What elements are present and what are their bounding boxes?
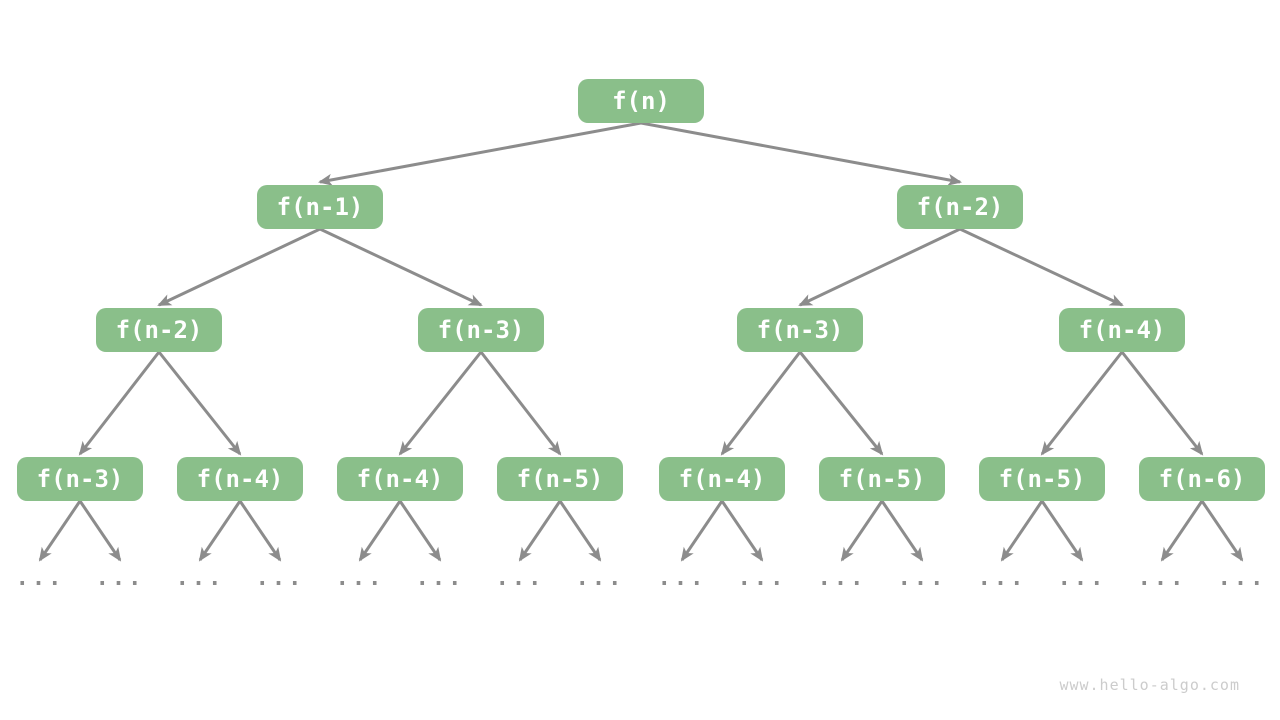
tree-node: f(n-4) [177,457,303,501]
tree-edge [157,227,321,307]
tree-edge [78,500,122,562]
tree-edge [558,500,602,562]
tree-edge [319,227,483,307]
tree-edge [840,500,884,562]
ellipsis: ... [95,566,145,591]
ellipsis: ... [415,566,465,591]
tree-node: f(n) [578,79,704,123]
tree-node: f(n-3) [17,457,143,501]
tree-edge [318,121,642,186]
tree-edge [398,500,442,562]
ellipsis: ... [175,566,225,591]
tree-edge [798,227,961,307]
tree-node: f(n-6) [1139,457,1265,501]
tree-node: f(n-3) [418,308,544,352]
tree-edge [959,227,1124,307]
ellipsis: ... [1217,566,1267,591]
tree-node: f(n-3) [737,308,863,352]
tree-edge [1160,500,1204,562]
tree-edge [479,351,562,456]
tree-edge [157,351,242,456]
tree-node: f(n-4) [1059,308,1185,352]
ellipsis: ... [977,566,1027,591]
tree-edge [720,351,802,456]
ellipsis: ... [897,566,947,591]
tree-node: f(n-1) [257,185,383,229]
tree-edge [640,121,962,186]
tree-node: f(n-2) [897,185,1023,229]
ellipsis: ... [495,566,545,591]
ellipsis: ... [657,566,707,591]
tree-edge [720,500,764,562]
ellipsis: ... [1137,566,1187,591]
tree-edge [398,351,483,456]
ellipsis: ... [335,566,385,591]
tree-edge [358,500,402,562]
tree-edge [680,500,724,562]
ellipsis: ... [575,566,625,591]
tree-edge [798,351,884,456]
ellipsis: ... [817,566,867,591]
watermark: www.hello-algo.com [1059,676,1240,694]
tree-edge [518,500,562,562]
tree-node: f(n-5) [497,457,623,501]
tree-edge [38,500,82,562]
ellipsis: ... [15,566,65,591]
ellipsis: ... [255,566,305,591]
tree-edge [880,500,924,562]
tree-edge [78,351,161,456]
tree-edge [1200,500,1244,562]
tree-edge [1040,351,1124,456]
tree-edge [198,500,242,562]
tree-node: f(n-4) [337,457,463,501]
ellipsis: ... [737,566,787,591]
ellipsis: ... [1057,566,1107,591]
tree-node: f(n-5) [819,457,945,501]
tree-edge [1120,351,1204,456]
tree-node: f(n-4) [659,457,785,501]
tree-node: f(n-2) [96,308,222,352]
tree-node: f(n-5) [979,457,1105,501]
tree-edge [1040,500,1084,562]
tree-edge [1000,500,1044,562]
tree-edge [238,500,282,562]
